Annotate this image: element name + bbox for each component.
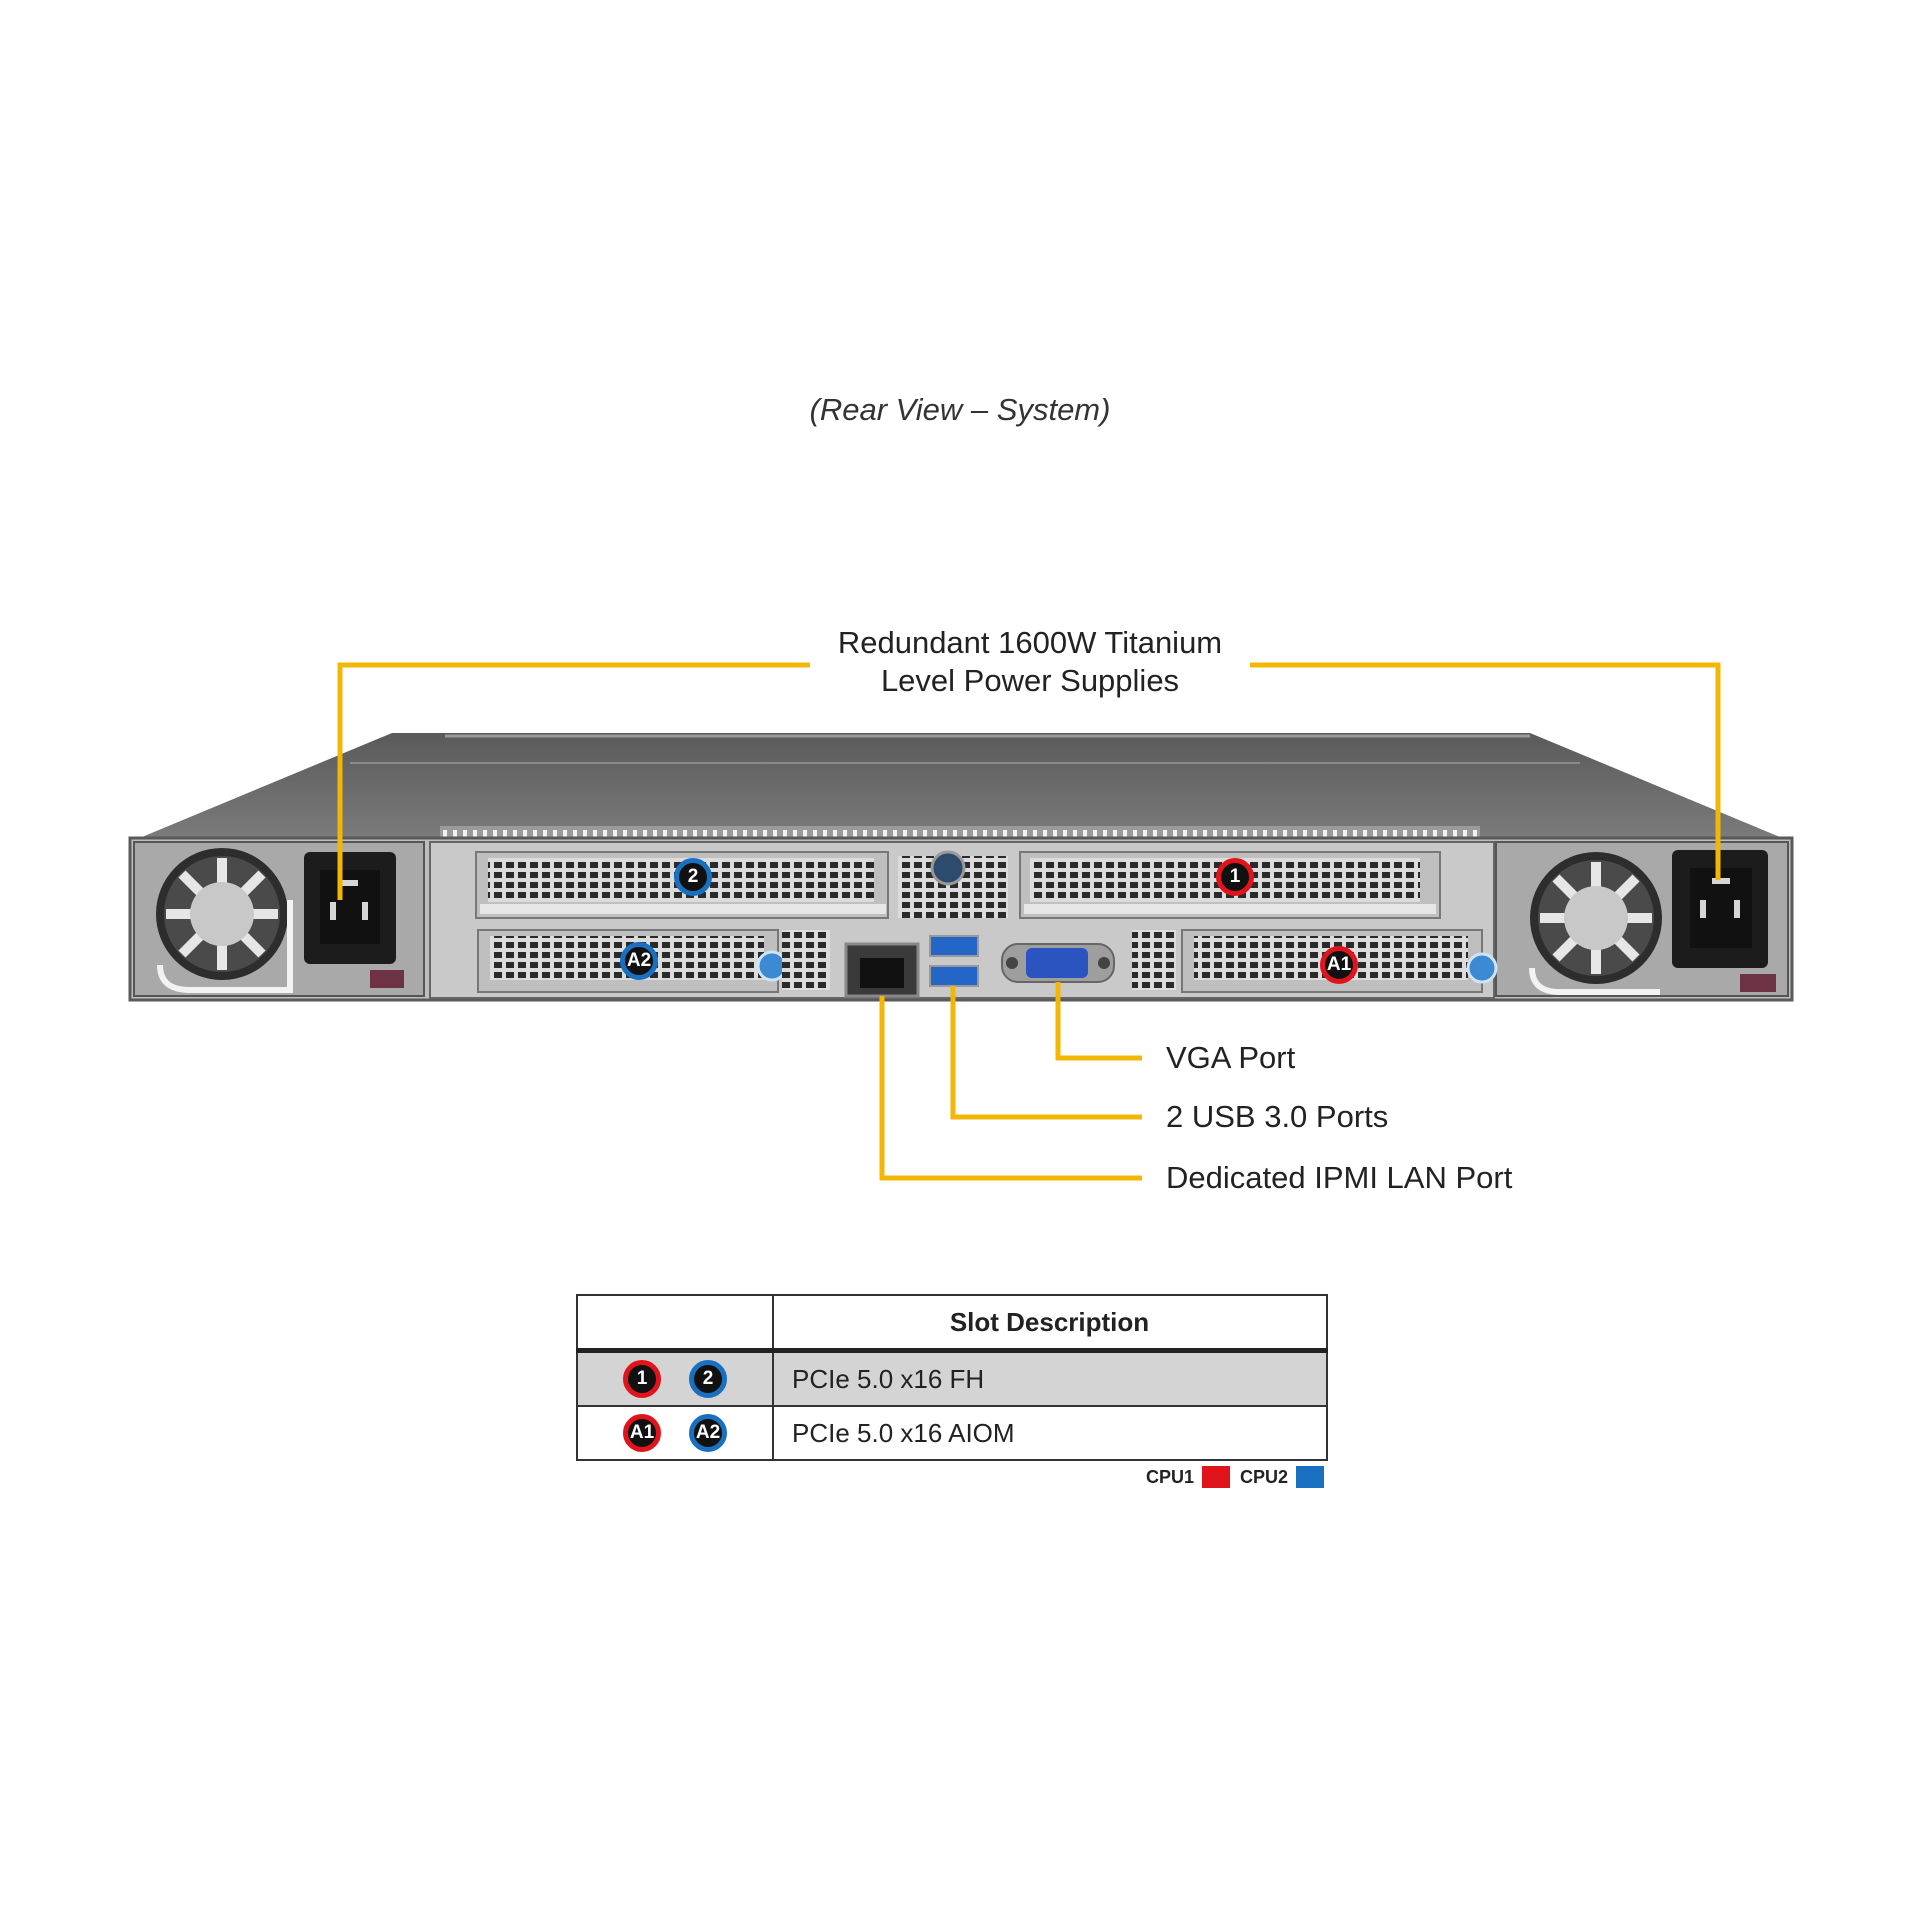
slot-a1-badge: A1	[1306, 946, 1372, 984]
slot-2-badge: 2	[660, 858, 726, 896]
psu-right	[1495, 841, 1789, 997]
vga-callout-line	[1055, 982, 1142, 1061]
table-header-row: Slot Description	[576, 1294, 1328, 1352]
power-supplies-label-line1: Redundant 1600W Titanium	[837, 625, 1223, 660]
callout-lines	[337, 662, 1721, 1181]
table-row: A1 A2 PCIe 5.0 x16 AIOM	[576, 1405, 1328, 1461]
vga-port	[1001, 943, 1115, 983]
power-supplies-label: Redundant 1600W Titanium Level Power Sup…	[810, 624, 1250, 700]
vga-port-label: VGA Port	[1166, 1040, 1296, 1075]
psu-left	[133, 841, 425, 997]
power-supplies-label-line2: Level Power Supplies	[880, 663, 1180, 698]
legend-label-cpu2: CPU2	[1240, 1466, 1289, 1487]
usb-callout-line	[950, 986, 1142, 1120]
thumbscrew-icon	[1466, 952, 1498, 984]
table-row-description: PCIe 5.0 x16 AIOM	[772, 1405, 1328, 1461]
slot-badge: 1	[623, 1360, 661, 1398]
slot-badge: 2	[689, 1360, 727, 1398]
table-header-description: Slot Description	[772, 1294, 1328, 1352]
usb-ports-label: 2 USB 3.0 Ports	[1166, 1099, 1389, 1134]
legend-swatch-cpu1	[1202, 1466, 1231, 1489]
table-header-icons-cell	[576, 1294, 774, 1352]
psu-right-callout-line	[1250, 662, 1721, 880]
legend-swatch-cpu2	[1296, 1466, 1325, 1489]
slot-1-badge: 1	[1202, 858, 1268, 896]
thumbscrew-icon	[930, 850, 966, 886]
legend-label-cpu1: CPU1	[1146, 1466, 1195, 1487]
thumbscrew-icon	[756, 950, 788, 982]
ipmi-lan-port	[844, 942, 920, 998]
psu-left-callout-line	[337, 662, 810, 900]
slot-badge: A1	[623, 1414, 661, 1452]
usb-ports	[929, 935, 979, 987]
ipmi-callout-line	[879, 996, 1142, 1181]
cpu-legend: CPU1 CPU2	[1146, 1466, 1334, 1489]
figure-title: (Rear View – System)	[809, 392, 1111, 427]
table-row-description: PCIe 5.0 x16 FH	[772, 1349, 1328, 1407]
table-row-badges: A1 A2	[576, 1405, 774, 1461]
slot-a2-badge: A2	[606, 942, 672, 980]
slot-badge: A2	[689, 1414, 727, 1452]
chassis-top	[130, 733, 1792, 842]
ipmi-lan-port-label: Dedicated IPMI LAN Port	[1166, 1160, 1513, 1195]
